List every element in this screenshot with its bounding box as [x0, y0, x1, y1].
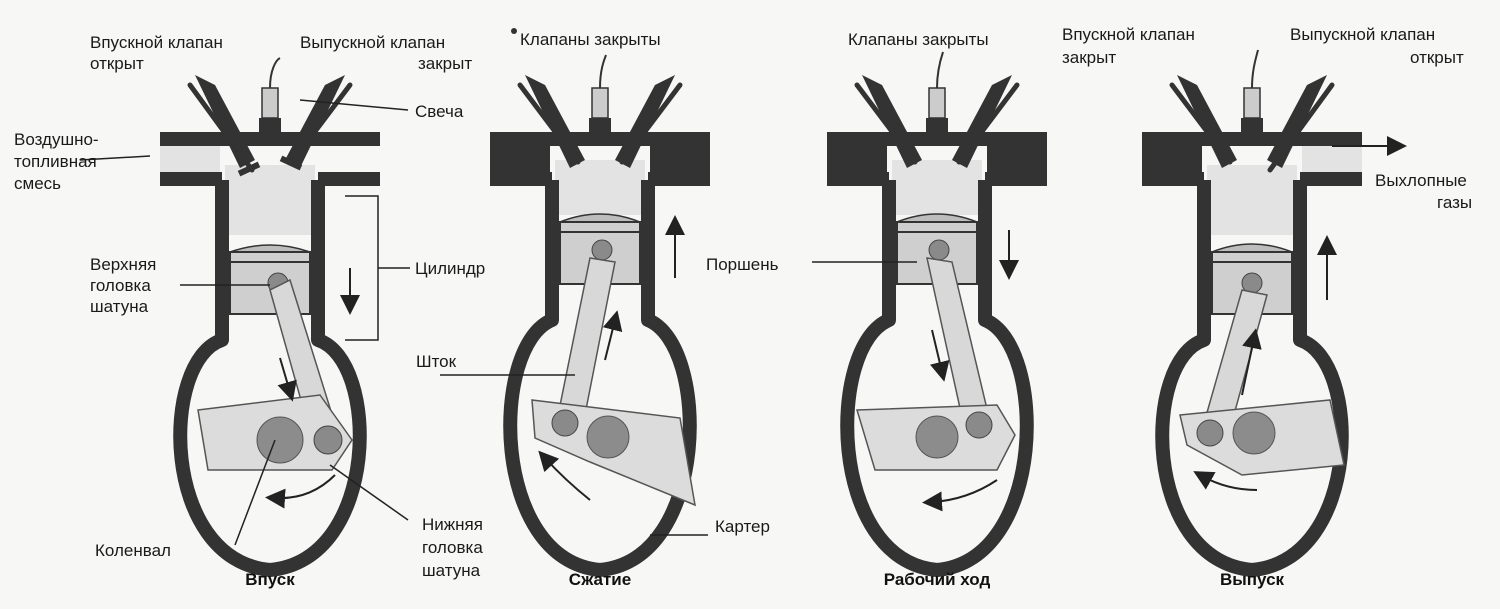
- intake-valve-state-4: закрыт: [1062, 48, 1116, 67]
- exhaust-valve-label-4: Выпускной клапан: [1290, 25, 1435, 44]
- exhaust-valve-state-4: открыт: [1410, 48, 1464, 67]
- caption-compression: Сжатие: [569, 570, 631, 589]
- valves-closed-label: Клапаны закрыты: [520, 30, 661, 49]
- caption-intake: Впуск: [245, 570, 295, 589]
- small-end-label-2: головка: [90, 276, 151, 295]
- mixture-label-2: топливная: [14, 152, 97, 171]
- stage-exhaust: [1142, 49, 1407, 577]
- stage-intake: [79, 57, 410, 577]
- intake-valve-label: Впускной клапан: [90, 33, 223, 52]
- exhaust-gases-label-2: газы: [1437, 193, 1472, 212]
- mixture-label-3: смесь: [14, 174, 61, 193]
- spark-plug-label: Свеча: [415, 102, 464, 121]
- spark-plug-icon: [928, 87, 946, 119]
- big-end-label-2: головка: [422, 538, 483, 557]
- spark-plug-icon: [261, 87, 279, 119]
- rod-label: Шток: [416, 352, 457, 371]
- big-end-label-1: Нижняя: [422, 515, 483, 534]
- crankshaft-label: Коленвал: [95, 541, 171, 560]
- valves-closed-label-2: Клапаны закрыты: [848, 30, 989, 49]
- big-end-label-3: шатуна: [422, 561, 481, 580]
- stage-power: [812, 51, 1047, 577]
- piston-label: Поршень: [706, 255, 779, 274]
- caption-exhaust: Выпуск: [1220, 570, 1285, 589]
- spark-plug-icon: [1243, 87, 1261, 119]
- exhaust-valve-label: Выпускной клапан: [300, 33, 445, 52]
- stage-compression: [440, 54, 710, 577]
- intake-valve-state: открыт: [90, 54, 144, 73]
- small-end-label-3: шатуна: [90, 297, 149, 316]
- exhaust-gases-label-1: Выхлопные: [1375, 171, 1467, 190]
- cylinder-label: Цилиндр: [415, 259, 485, 278]
- intake-valve-label-4: Впускной клапан: [1062, 25, 1195, 44]
- exhaust-valve-state: закрыт: [418, 54, 472, 73]
- caption-power: Рабочий ход: [884, 570, 991, 589]
- crankcase-label: Картер: [715, 517, 770, 536]
- spark-plug-icon: [591, 87, 609, 119]
- small-end-label-1: Верхняя: [90, 255, 156, 274]
- mixture-label-1: Воздушно-: [14, 130, 99, 149]
